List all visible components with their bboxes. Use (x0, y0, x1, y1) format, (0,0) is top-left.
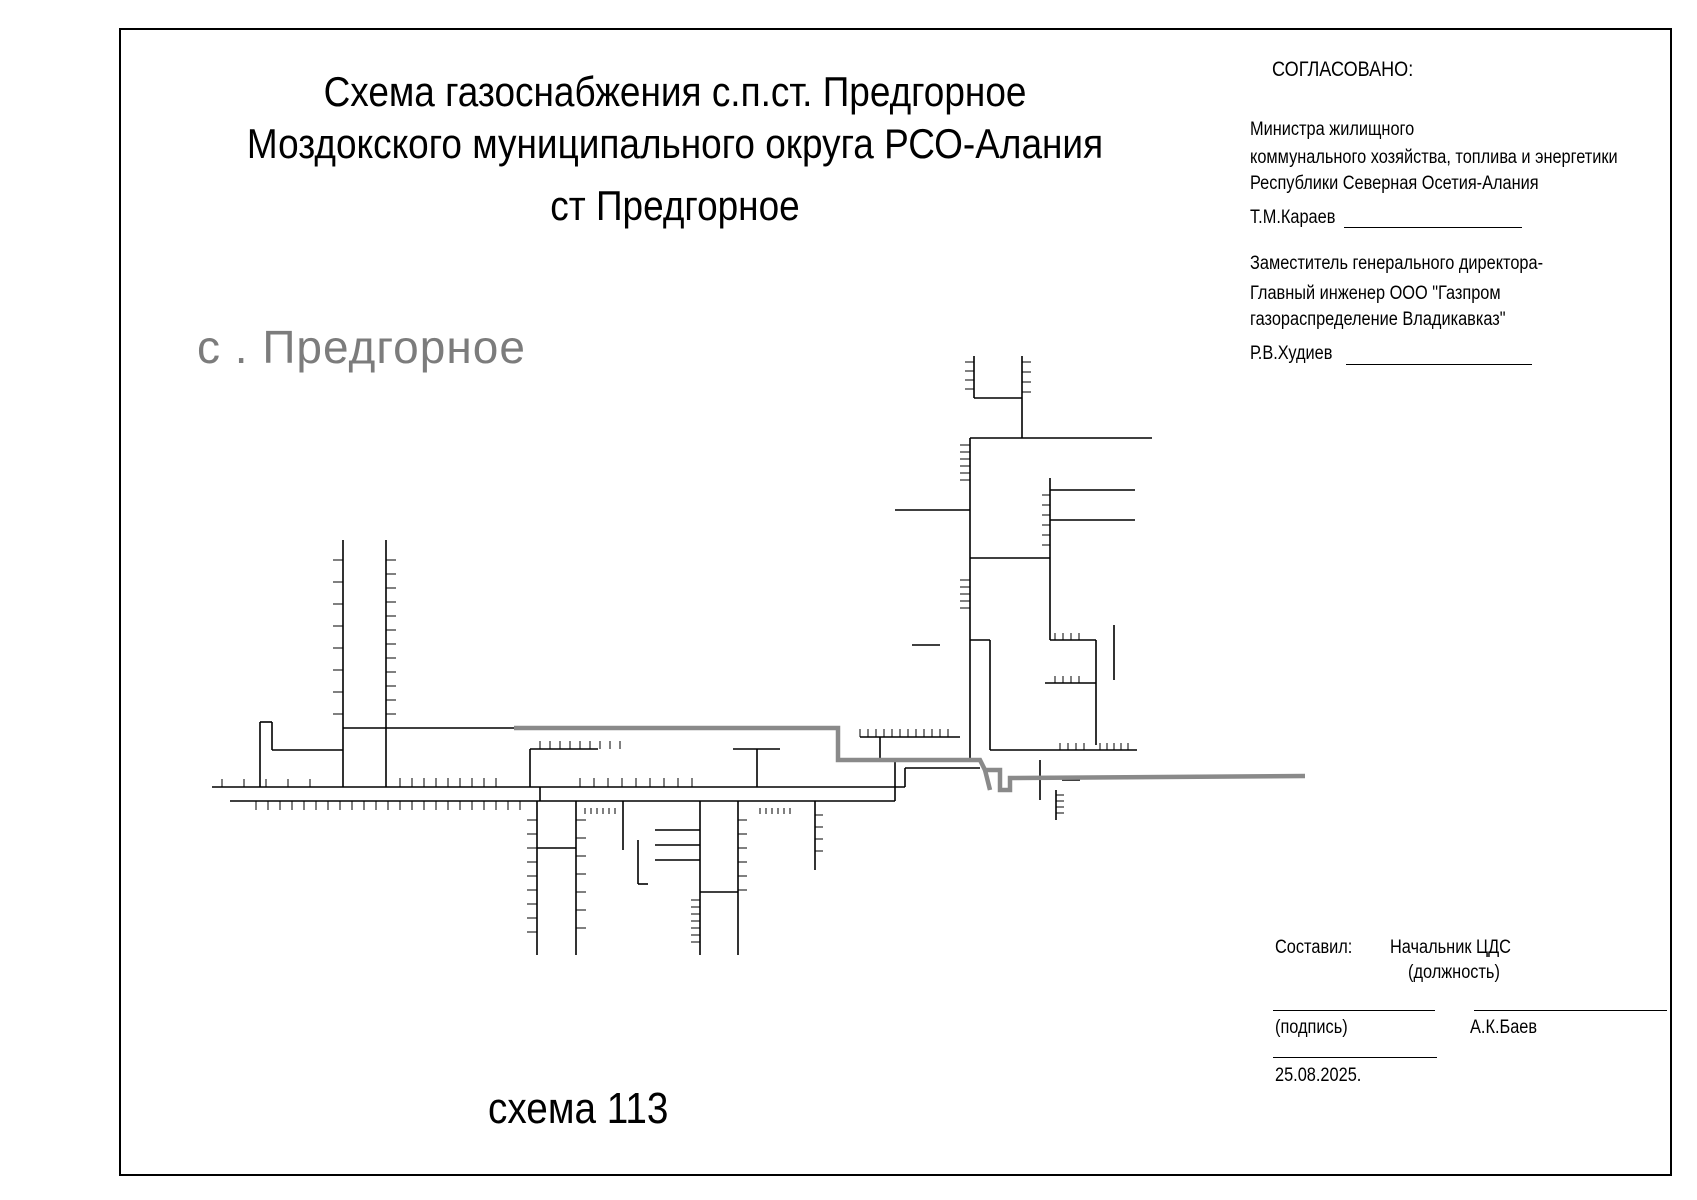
deputy-line-3: газораспределение Владикавказ" (1250, 309, 1506, 330)
minister-line-3: Республики Северная Осетия-Алания (1250, 173, 1539, 194)
date-line (1273, 1057, 1437, 1058)
consumer-connections (221, 361, 1129, 943)
minister-name: Т.М.Караев (1250, 207, 1336, 228)
compiled-position: Начальник ЦДС (1390, 937, 1511, 958)
title-line-1: Схема газоснабжения с.п.ст. Предгорное (323, 68, 1027, 115)
main-gas-pipeline (514, 725, 1306, 793)
scheme-number: схема 113 (488, 1084, 669, 1133)
approval-heading: СОГЛАСОВАНО: (1272, 58, 1414, 81)
position-line (1474, 1010, 1667, 1011)
deputy-signature-line (1346, 364, 1532, 365)
deputy-line-1: Заместитель генерального директора- (1250, 253, 1544, 274)
compiled-name: А.К.Баев (1470, 1017, 1538, 1038)
signature-line (1273, 1010, 1435, 1011)
deputy-name: Р.В.Худиев (1250, 343, 1333, 364)
compiled-label: Составил: (1275, 937, 1353, 958)
minister-line-2: коммунального хозяйства, топлива и энерг… (1250, 147, 1618, 168)
compiled-date: 25.08.2025. (1275, 1065, 1362, 1086)
drawing-frame (119, 28, 1672, 1176)
deputy-line-2: Главный инженер ООО "Газпром (1250, 283, 1501, 304)
village-label: с . Предгорное (197, 321, 526, 373)
title-line-3: ст Предгорное (550, 182, 800, 229)
distribution-pipelines (212, 356, 1152, 955)
minister-line-1: Министра жилищного (1250, 119, 1415, 140)
title-line-2: Моздокского муниципального округа РСО-Ал… (246, 120, 1104, 167)
minister-signature-line (1344, 227, 1522, 228)
position-caption: (должность) (1408, 962, 1500, 983)
signature-caption: (подпись) (1275, 1017, 1348, 1038)
